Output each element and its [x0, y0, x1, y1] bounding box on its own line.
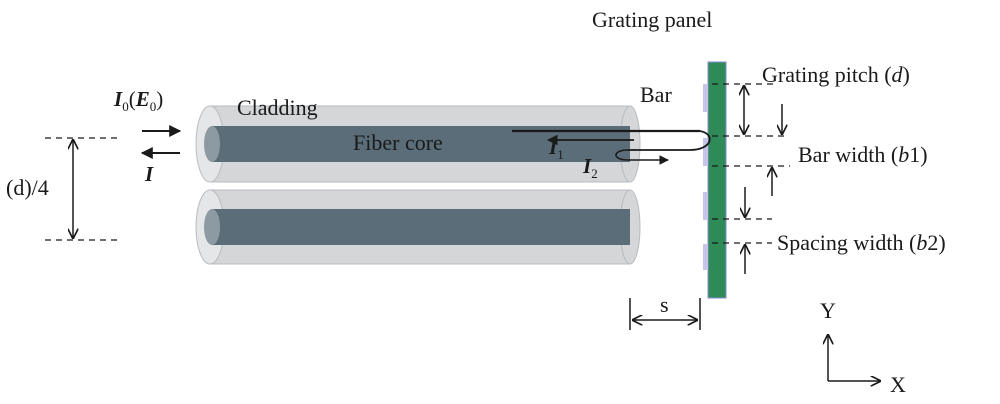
grating-pitch-text: Grating pitch ( [762, 62, 892, 87]
bar-width-close: ) [920, 142, 927, 167]
bar-tab [703, 244, 708, 270]
spacing-width-label: Spacing width (b2) [777, 230, 946, 255]
grating-pitch-symbol: d [892, 62, 904, 87]
grating-panel [703, 61, 727, 299]
i2-symbol: I [582, 154, 592, 178]
bar-tab [703, 84, 708, 112]
panel-body [707, 61, 727, 299]
e0-close: ) [156, 87, 163, 111]
spacing-width-close: ) [938, 230, 945, 255]
io-arrows [140, 125, 182, 159]
i0-symbol: I [113, 87, 123, 111]
grating-panel-label: Grating panel [592, 7, 712, 32]
fiber-1-core-end-left [204, 126, 220, 162]
separation-label: (d)/4 [6, 175, 49, 200]
beam-i2-return [615, 149, 669, 165]
i2-label: I2 [582, 154, 598, 181]
bar-width-symbol: b [898, 142, 909, 167]
beam-reflect-loop [628, 130, 711, 151]
light-path [512, 129, 711, 165]
bar-tab [703, 192, 708, 220]
axis-y-label: Y [820, 298, 836, 323]
fiber-core-label: Fiber core [353, 130, 443, 155]
i-label: I [144, 162, 154, 186]
i2-subscript: 2 [591, 166, 598, 181]
axis-x-label: X [890, 372, 906, 397]
cladding-label: Cladding [237, 95, 318, 120]
i1-label: I1 [548, 135, 564, 162]
e0-symbol: E [135, 87, 150, 111]
bar-label: Bar [640, 82, 672, 107]
bar-tab [703, 138, 708, 166]
e0-open: ( [129, 87, 136, 111]
fiber-2-core-end-left [204, 209, 220, 245]
i1-subscript: 1 [557, 147, 564, 162]
grating-pitch-close: ) [903, 62, 910, 87]
bar-width-text: Bar width ( [798, 142, 898, 167]
i1-symbol: I [548, 135, 558, 159]
e0-subscript: 0 [150, 99, 157, 114]
dimension-arrows [73, 86, 782, 330]
coordinate-axes [828, 335, 880, 381]
spacing-width-text: Spacing width ( [777, 230, 916, 255]
grating-pitch-label: Grating pitch (d) [762, 62, 910, 87]
bar-width-number: 1 [909, 142, 920, 167]
bar-width-label: Bar width (b1) [798, 142, 928, 167]
i0-e0-label: I0(E0) [113, 87, 163, 114]
spacing-width-symbol: b [916, 230, 927, 255]
fiber-2 [195, 189, 641, 265]
spacing-width-number: 2 [927, 230, 938, 255]
i0-subscript: 0 [122, 99, 129, 114]
fiber-2-core [212, 209, 630, 245]
s-label: s [660, 292, 669, 317]
dashed-lines [45, 83, 790, 244]
